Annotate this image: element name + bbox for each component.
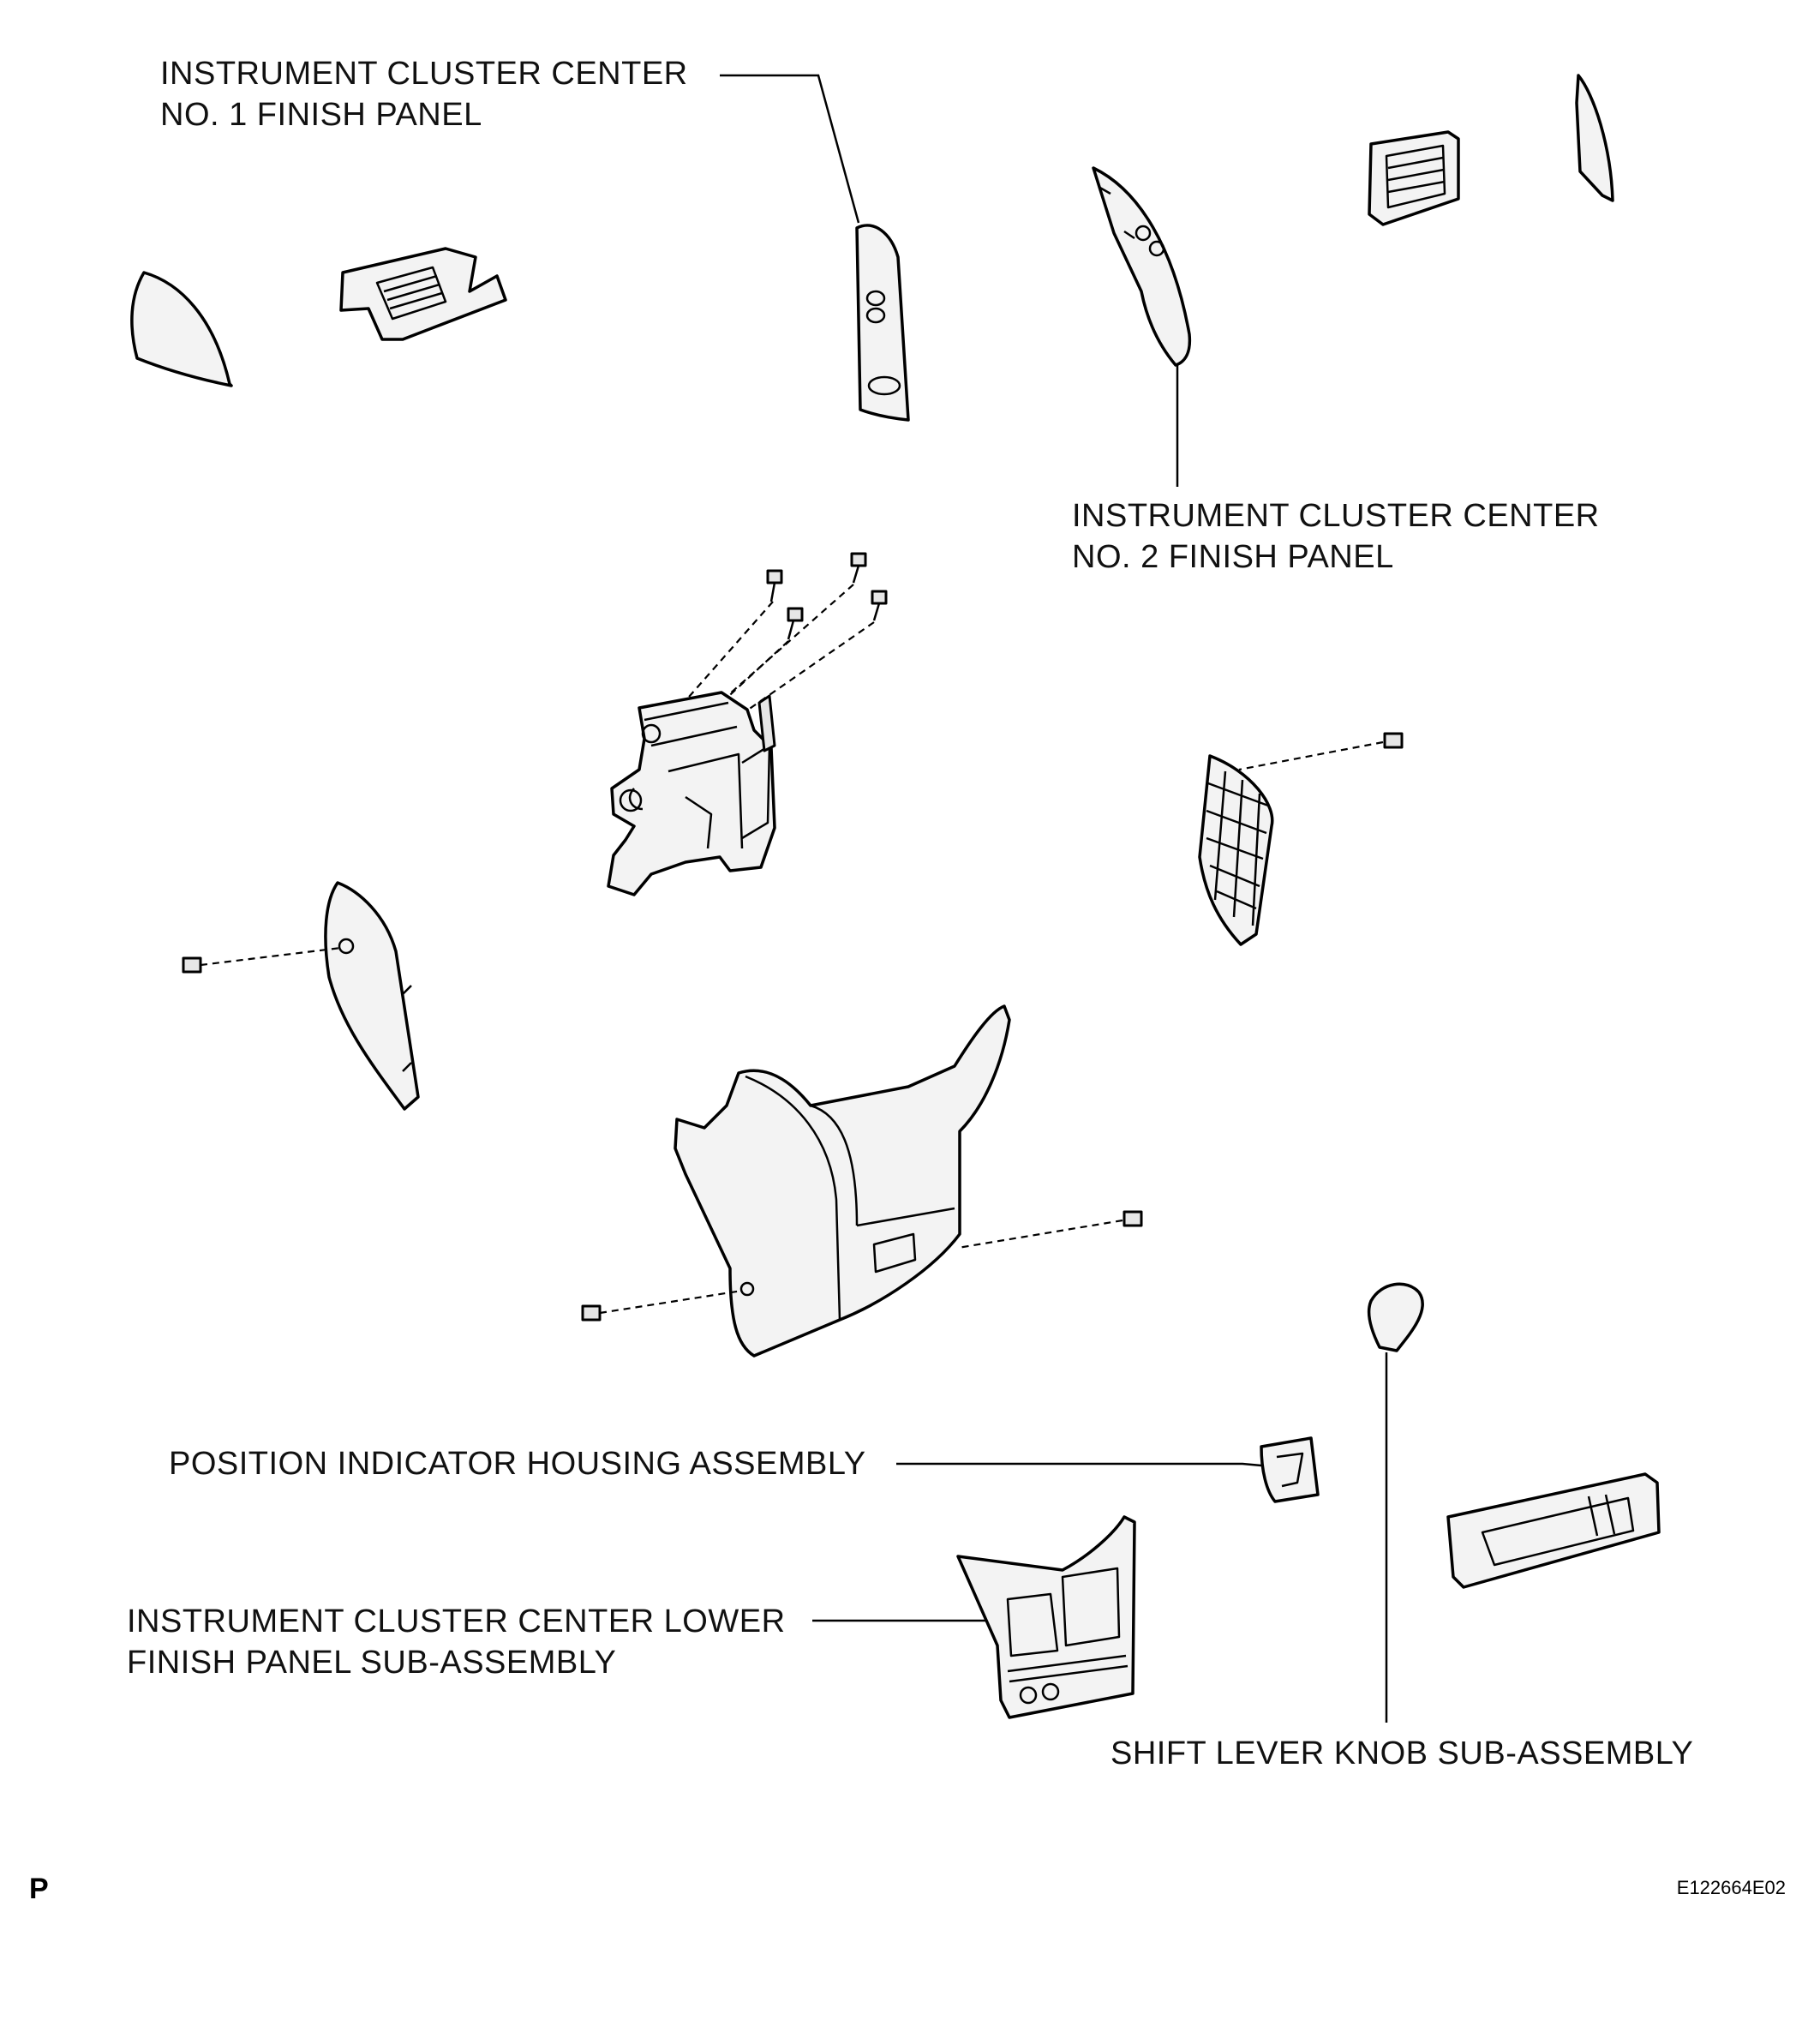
no2-finish-panel-part	[1092, 166, 1192, 367]
label-lower-line2: FINISH PANEL SUB-ASSEMBLY	[127, 1645, 617, 1681]
clip-icon	[1383, 732, 1404, 749]
clip-icon	[1123, 1210, 1143, 1227]
label-no2-line2: NO. 2 FINISH PANEL	[1072, 539, 1394, 575]
bolt-icon	[871, 590, 888, 621]
left-air-vent-part	[339, 247, 507, 341]
bolt-icon	[787, 607, 804, 640]
shift-knob-part	[1367, 1282, 1424, 1352]
label-shift-knob-text: SHIFT LEVER KNOB SUB-ASSEMBLY	[1111, 1735, 1694, 1771]
lower-finish-panel-part	[956, 1515, 1136, 1719]
label-no1-finish-panel: INSTRUMENT CLUSTER CENTER NO. 1 FINISH P…	[160, 53, 688, 135]
bolt-icon	[766, 569, 783, 602]
left-lower-cover-part	[182, 881, 420, 1111]
console-box-part	[1446, 1472, 1661, 1589]
bolt-icon	[850, 552, 867, 584]
lower-center-console-part	[581, 1004, 1143, 1358]
page-code: P	[29, 1873, 49, 1905]
no1-finish-panel-part	[855, 224, 910, 422]
shift-lever-assembly-part	[607, 691, 776, 896]
grille-panel-part	[1198, 732, 1404, 946]
label-no2-line1: INSTRUMENT CLUSTER CENTER	[1072, 498, 1600, 534]
clip-icon	[182, 956, 202, 974]
label-no1-line2: NO. 1 FINISH PANEL	[160, 97, 482, 133]
label-shift-knob: SHIFT LEVER KNOB SUB-ASSEMBLY	[1111, 1733, 1693, 1774]
label-position-indicator-text: POSITION INDICATOR HOUSING ASSEMBLY	[169, 1446, 866, 1482]
leader-lines	[720, 74, 1388, 1723]
bolts-shift-assembly	[669, 552, 888, 745]
label-position-indicator: POSITION INDICATOR HOUSING ASSEMBLY	[169, 1443, 866, 1484]
leader-no1-panel	[720, 74, 860, 224]
figure-id: E122664E02	[1676, 1877, 1786, 1898]
right-side-trim-part	[1575, 74, 1614, 202]
label-lower-line1: INSTRUMENT CLUSTER CENTER LOWER	[127, 1603, 786, 1639]
side-cover-part	[130, 271, 233, 387]
position-indicator-part	[1260, 1436, 1320, 1503]
right-air-vent-part	[1368, 130, 1460, 226]
label-no2-finish-panel: INSTRUMENT CLUSTER CENTER NO. 2 FINISH P…	[1072, 495, 1600, 578]
label-lower-finish-panel: INSTRUMENT CLUSTER CENTER LOWER FINISH P…	[127, 1601, 786, 1683]
leader-position-indicator	[896, 1462, 1262, 1467]
label-no1-line1: INSTRUMENT CLUSTER CENTER	[160, 56, 688, 92]
clip-icon	[581, 1304, 602, 1322]
